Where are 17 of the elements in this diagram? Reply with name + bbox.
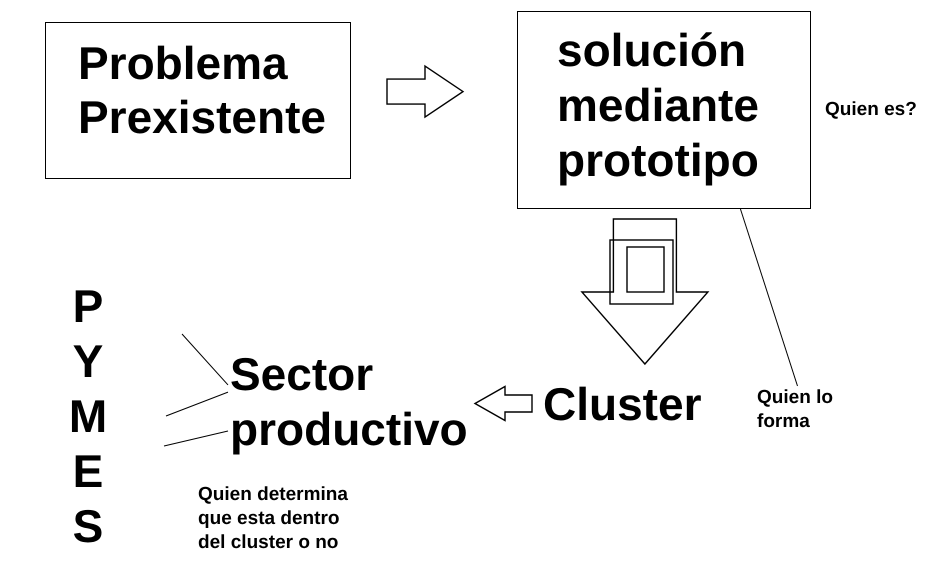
note-text: Quien es?	[825, 98, 917, 122]
node-label: Cluster	[543, 377, 713, 431]
connector-line	[166, 392, 228, 416]
box-text: Problema Prexistente	[78, 36, 328, 144]
block-arrow	[386, 64, 464, 118]
block-arrow	[474, 385, 533, 422]
note-text: Quien determina que esta dentro del cluster o no	[198, 483, 349, 555]
node-label: Quien lo forma	[757, 386, 847, 434]
vertical-text: PYMES	[68, 279, 108, 554]
node-label: Sector productivo	[230, 347, 475, 457]
process-box	[45, 22, 351, 179]
connector-line	[182, 334, 228, 386]
leader-line	[740, 208, 798, 386]
connector-line	[164, 430, 228, 446]
box-text: solución mediante prototipo	[557, 23, 760, 188]
process-box	[517, 11, 811, 209]
block-arrow	[580, 218, 710, 366]
